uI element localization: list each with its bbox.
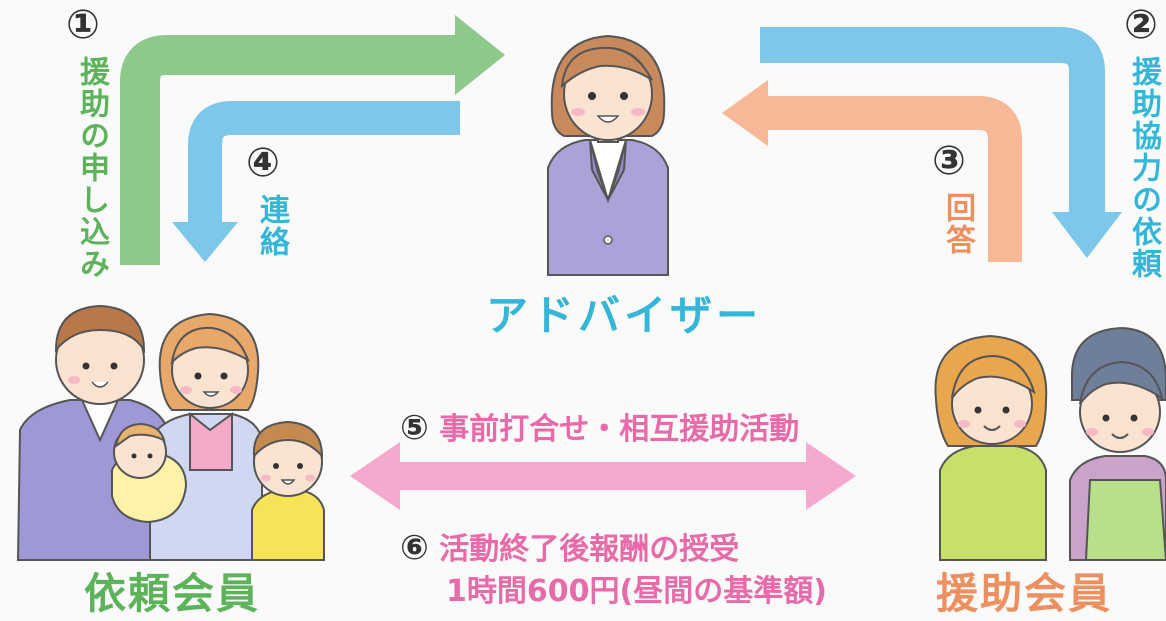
step-2-label: 援助協力の依頼 [1126,56,1161,280]
step-1-label: 援助の申し込み [74,56,109,280]
step-4-label: 連絡 [254,194,289,258]
step-3-label: 回答 [940,192,975,256]
role-requester: 依頼会員 [84,569,261,618]
step-6-number: ⑥ [400,528,429,568]
step-5-label: 事前打合せ・相互援助活動 [439,412,800,447]
arrow-4-blue [172,101,460,262]
step-2-number: ② [1124,2,1158,48]
adviser-figure [547,34,669,276]
double-arrow-pink [350,442,856,510]
arrow-3-orange [722,80,1022,262]
arrow-2-blue [760,27,1122,258]
step-1-number: ① [66,2,100,48]
step-5-number: ⑤ [400,408,429,448]
support-flow-diagram [16,15,1166,561]
step-3-number: ③ [932,138,966,184]
requester-family [16,304,325,561]
step-6-row: ⑥ 活動終了後報酬の授受 [400,524,739,568]
role-adviser: アドバイザー [486,291,763,340]
fee-note: 1時間600円(昼間の基準額) [446,574,827,609]
step-6-label: 活動終了後報酬の授受 [439,532,740,567]
arrow-1-green [120,15,505,265]
step-4-number: ④ [246,140,280,186]
helper-members [934,326,1166,561]
role-helper: 援助会員 [936,569,1113,618]
step-5-row: ⑤ 事前打合せ・相互援助活動 [400,404,799,448]
